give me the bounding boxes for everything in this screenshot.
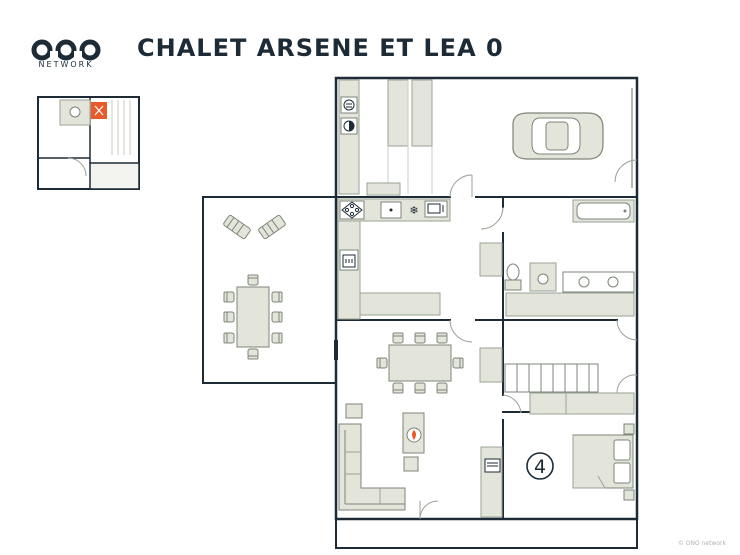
fireplace-icon (406, 427, 422, 443)
freezer-icon: ❄ (409, 204, 418, 217)
sink-icon (380, 201, 402, 219)
sofa (338, 423, 406, 511)
armchair (345, 403, 363, 419)
staircase (504, 363, 635, 415)
double-vanity-icon (562, 271, 635, 293)
page-title: CHALET ARSENE ET LEA 0 (137, 34, 504, 62)
bedroom-number-badge: 4 (526, 452, 554, 480)
microwave-icon (424, 200, 448, 218)
garage (338, 79, 633, 196)
kitchen: ❄ (337, 198, 503, 320)
doors (419, 159, 638, 520)
ono-logo-icon (31, 39, 101, 63)
terrace-table (223, 274, 283, 360)
dryer-icon (340, 117, 358, 135)
living-dining (334, 332, 503, 518)
oven-icon (339, 249, 359, 271)
bed-icon (572, 423, 635, 501)
dining-table (376, 332, 464, 394)
copyright-notice: © ONO network (677, 540, 726, 547)
sunlounger-icon (223, 214, 251, 240)
room-number: 4 (534, 456, 546, 478)
washbasin-icon (529, 262, 557, 292)
sunlounger-icon (258, 214, 286, 240)
building-walls (334, 76, 639, 549)
bedroom: 4 (526, 423, 635, 501)
bathroom (504, 199, 635, 317)
terrace (202, 196, 337, 384)
toilet-icon (504, 263, 522, 291)
washing-machine-icon (340, 96, 358, 114)
bathtub-icon (572, 199, 635, 223)
key-plan (37, 96, 140, 190)
car-icon (512, 112, 604, 160)
tv-unit (480, 446, 503, 518)
cooktop-icon (339, 200, 365, 220)
logo-wordmark: NETWORK (38, 60, 94, 69)
